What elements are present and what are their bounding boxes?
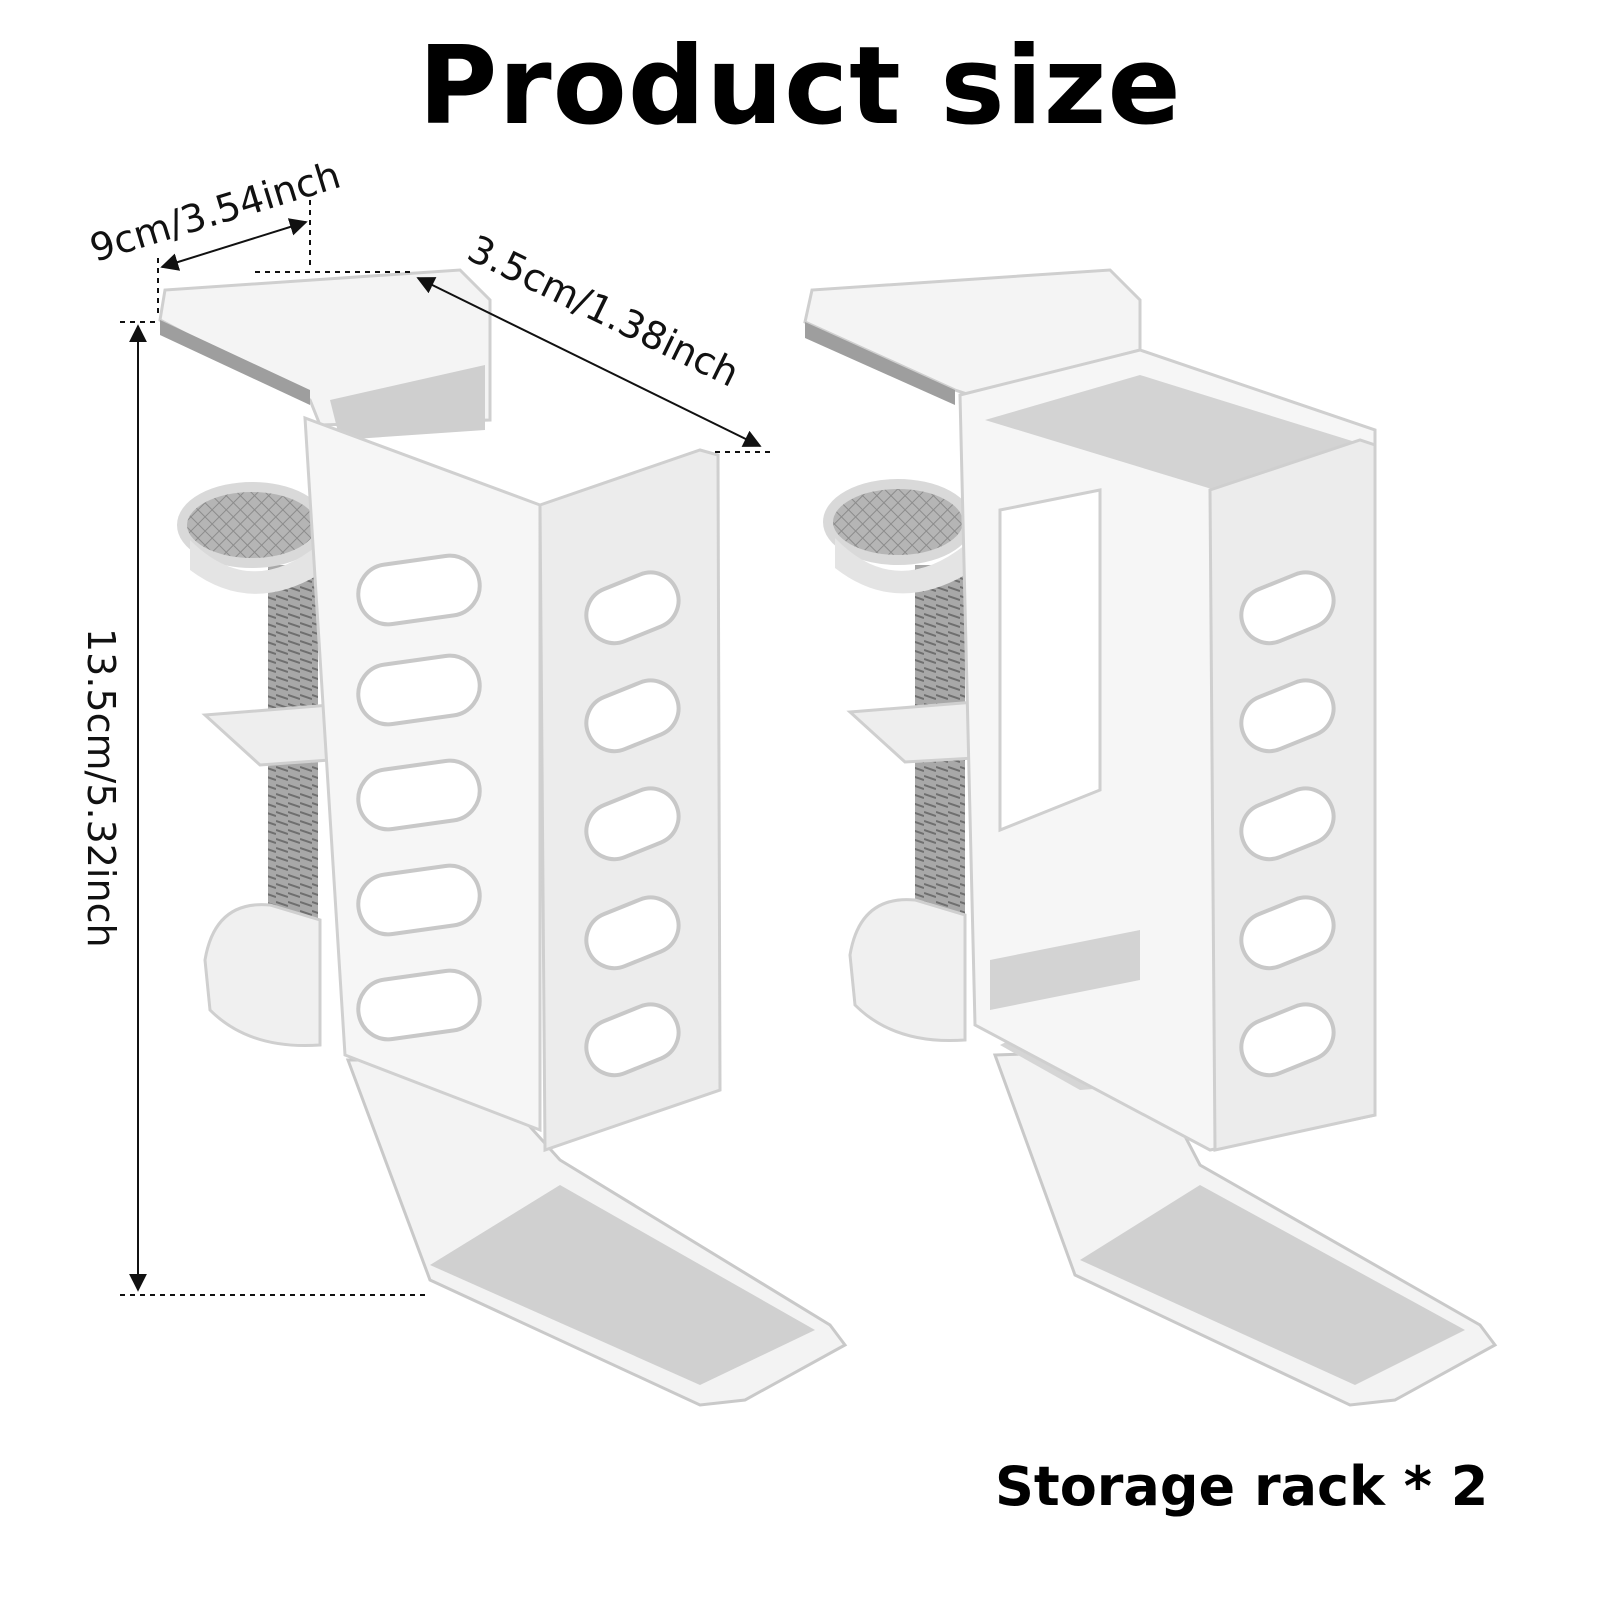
width-arrow <box>160 218 308 271</box>
depth-arrow <box>416 277 762 447</box>
depth-label: 3.5cm/1.38inch <box>461 227 746 396</box>
quantity-caption: Storage rack * 2 <box>995 1455 1489 1518</box>
height-label: 13.5cm/5.32inch <box>79 628 123 948</box>
dimension-lines <box>120 200 775 1296</box>
storage-rack-right <box>803 268 1498 1407</box>
clamp-knob <box>203 903 322 1048</box>
width-label: 9cm/3.54inch <box>85 153 346 271</box>
clamp-pad <box>823 479 973 565</box>
clamp-knob <box>848 898 967 1043</box>
storage-rack-left <box>158 268 848 1407</box>
page-title: Product size <box>418 24 1182 149</box>
